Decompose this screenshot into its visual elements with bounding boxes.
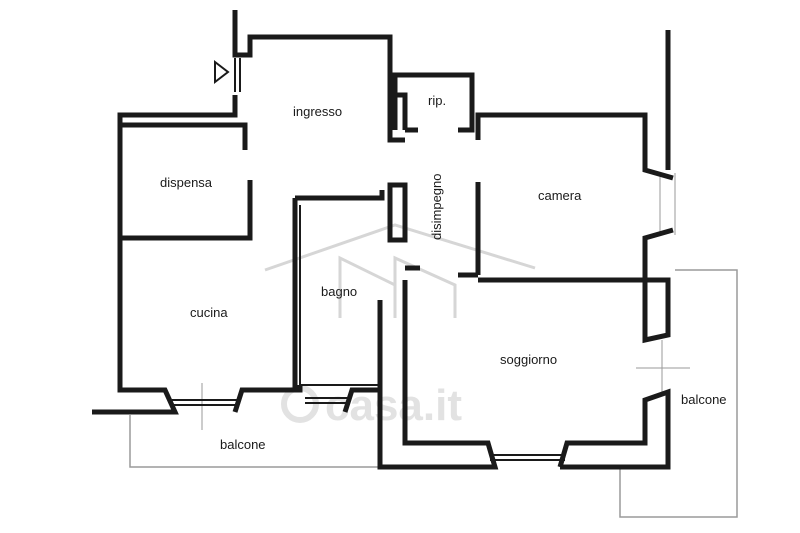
watermark-logo	[264, 223, 536, 318]
room-label-camera: camera	[538, 188, 582, 203]
room-label-balcone-right: balcone	[681, 392, 727, 407]
room-label-soggiorno: soggiorno	[500, 352, 557, 367]
entrance-arrow-icon	[214, 59, 230, 85]
room-label-dispensa: dispensa	[160, 175, 213, 190]
exterior-walls	[92, 10, 674, 470]
room-label-disimpegno: disimpegno	[429, 174, 444, 241]
detail-lines	[172, 58, 565, 461]
interior-walls	[120, 72, 481, 390]
room-label-cucina: cucina	[190, 305, 228, 320]
room-label-bagno: bagno	[321, 284, 357, 299]
room-label-balcone-bottom: balcone	[220, 437, 266, 452]
room-label-ingresso: ingresso	[293, 104, 342, 119]
room-label-rip: rip.	[428, 93, 446, 108]
